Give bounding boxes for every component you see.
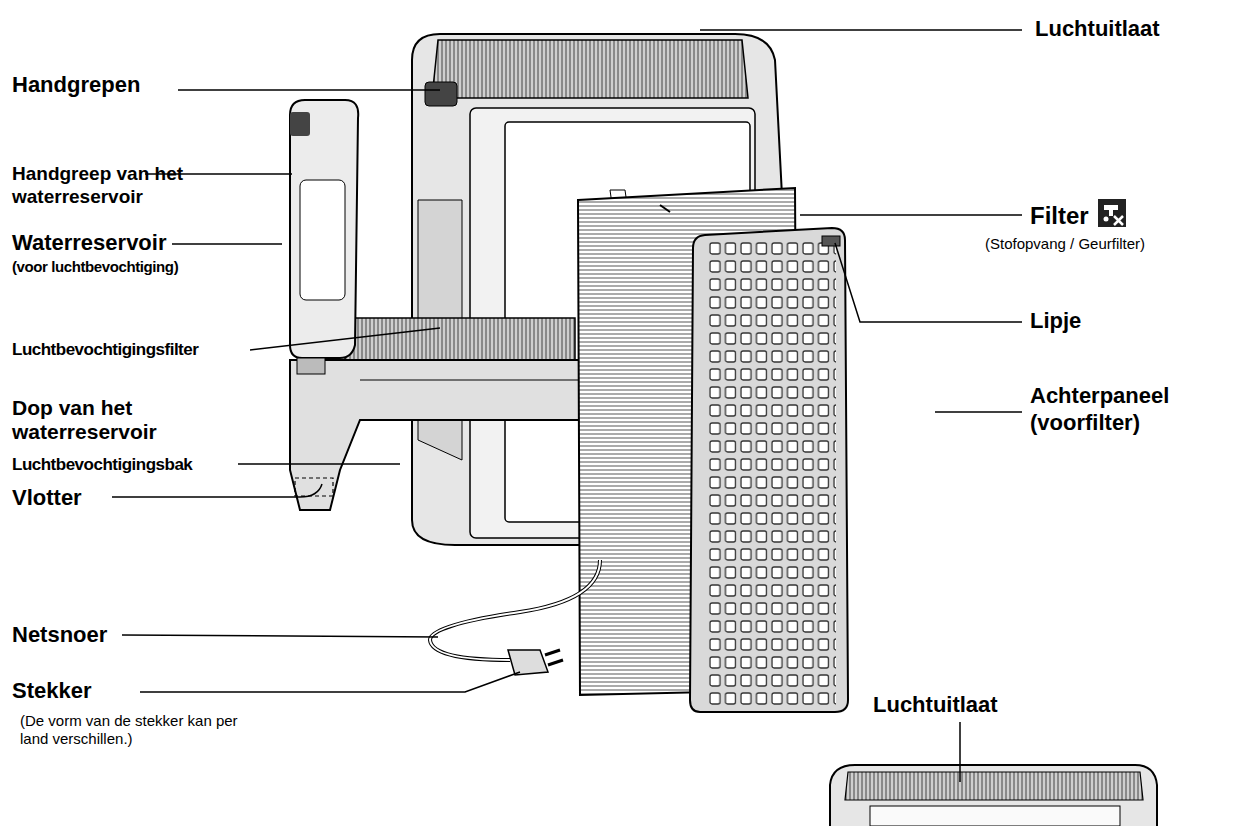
no-water-icon xyxy=(1098,199,1126,227)
part-name: Luchtbevochtigingsbak xyxy=(12,455,192,475)
part-name: Handgrepen xyxy=(12,72,140,98)
part-name: Lipje xyxy=(1030,308,1081,334)
note-text: (De vorm van de stekker kan per land ver… xyxy=(20,712,255,748)
part-name: Luchtbevochtigingsfilter xyxy=(12,340,198,360)
part-name: Stekker xyxy=(12,678,92,704)
part-name: Dop van het waterreservoir xyxy=(12,396,197,444)
water-tank xyxy=(290,100,358,374)
part-name: Vlotter xyxy=(12,485,82,511)
part-name: Luchtuitlaat xyxy=(1035,16,1160,42)
outlet-detail xyxy=(830,765,1157,826)
leader-lines xyxy=(0,0,1022,782)
part-note: (voor luchtbevochtiging) xyxy=(12,258,178,276)
back-panel xyxy=(690,228,848,712)
part-note: (Stofopvang / Geurfilter) xyxy=(985,235,1145,253)
power-cord xyxy=(430,560,600,675)
part-name: Waterreservoir xyxy=(12,230,166,256)
part-name: Filter xyxy=(1030,201,1089,230)
part-name: Luchtuitlaat xyxy=(873,692,998,718)
part-name: Handgreep van het waterreservoir xyxy=(12,162,187,208)
part-name: Achterpaneel (voorfilter) xyxy=(1030,382,1180,436)
part-name: Netsnoer xyxy=(12,622,107,648)
